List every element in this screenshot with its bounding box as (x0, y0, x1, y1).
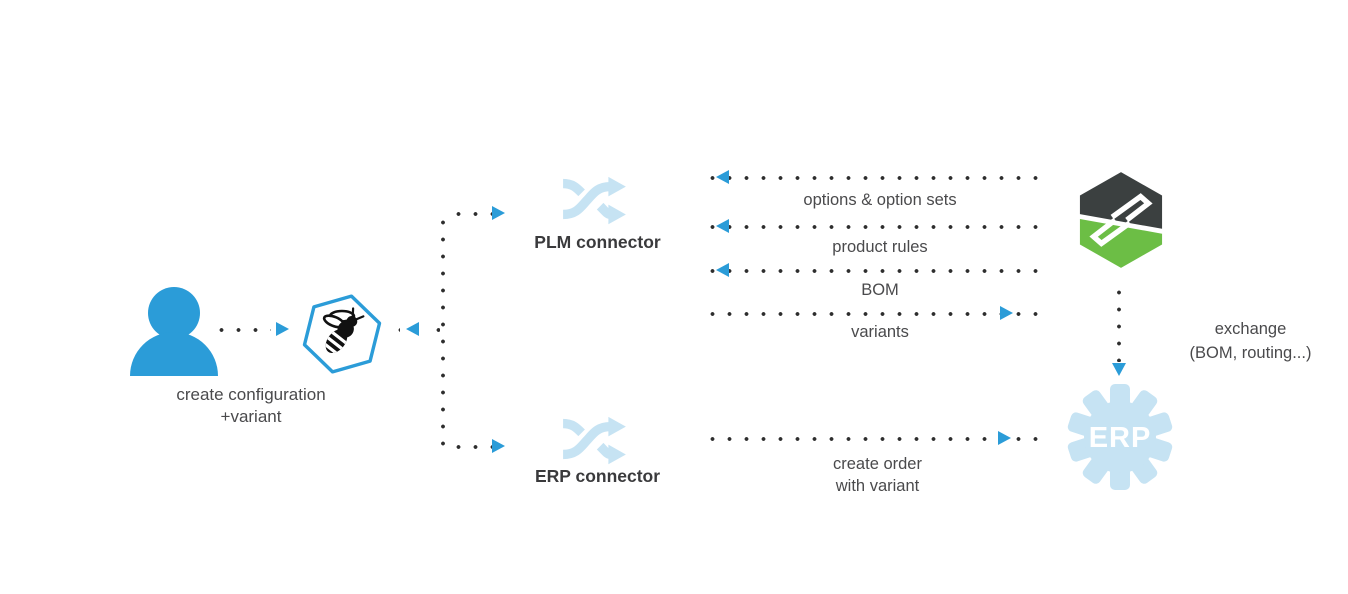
exchange-caption-line2: (BOM, routing...) (1189, 344, 1312, 362)
bee-hexagon-icon (302, 294, 382, 374)
arrow-down-icon (1112, 363, 1126, 376)
dotted-line-hub-right (428, 327, 440, 333)
dotted-line-hub-left (390, 327, 400, 333)
shuffle-icon (562, 416, 626, 465)
arrow-left-icon (716, 263, 729, 277)
erp-connector-label: ERP connector (534, 466, 661, 486)
arrow-right-icon (492, 206, 505, 220)
dotted-line-options (702, 175, 1038, 181)
user-caption-line1: create configuration (176, 385, 326, 404)
flow-label-bom: BOM (861, 281, 899, 299)
shuffle-icon (562, 176, 626, 225)
arrow-right-icon (276, 322, 289, 336)
arrow-left-icon (716, 170, 729, 184)
dotted-line-bom (702, 268, 1038, 274)
exchange-caption-line1: exchange (1214, 320, 1287, 338)
erp-gear-icon: ERP (1067, 384, 1173, 490)
create-order-caption: create order with variant (790, 453, 965, 497)
dotted-line-junction-vertical (440, 212, 446, 454)
person-icon (130, 287, 218, 376)
dotted-line-branch-plm (448, 211, 492, 217)
flow-label-product-rules: product rules (832, 238, 928, 256)
plm-connector-label: PLM connector (534, 232, 661, 252)
flow-label-variants: variants (851, 323, 909, 341)
dotted-line-branch-erp (448, 444, 492, 450)
erp-gear-label: ERP (1089, 422, 1152, 454)
create-order-caption-line1: create order (833, 455, 922, 473)
dotted-line-product-rules (702, 224, 1038, 230)
flow-label-options: options & option sets (803, 191, 957, 209)
arrow-left-icon (406, 322, 419, 336)
arrow-left-icon (716, 219, 729, 233)
create-order-caption-line2: with variant (835, 477, 920, 495)
arrow-right-icon (998, 431, 1011, 445)
dotted-line-person-to-hub (211, 327, 271, 333)
dotted-line-variants (702, 311, 1038, 317)
plm-system-logo (1079, 172, 1163, 268)
exchange-caption: exchange (BOM, routing...) (1163, 317, 1338, 365)
arrow-right-icon (492, 439, 505, 453)
dotted-line-create-order (702, 436, 1038, 442)
arrow-right-icon (1000, 306, 1013, 320)
bee-icon (321, 307, 365, 357)
user-caption: create configuration +variant (146, 384, 356, 428)
dotted-line-exchange (1116, 282, 1122, 362)
user-caption-line2: +variant (220, 407, 282, 426)
